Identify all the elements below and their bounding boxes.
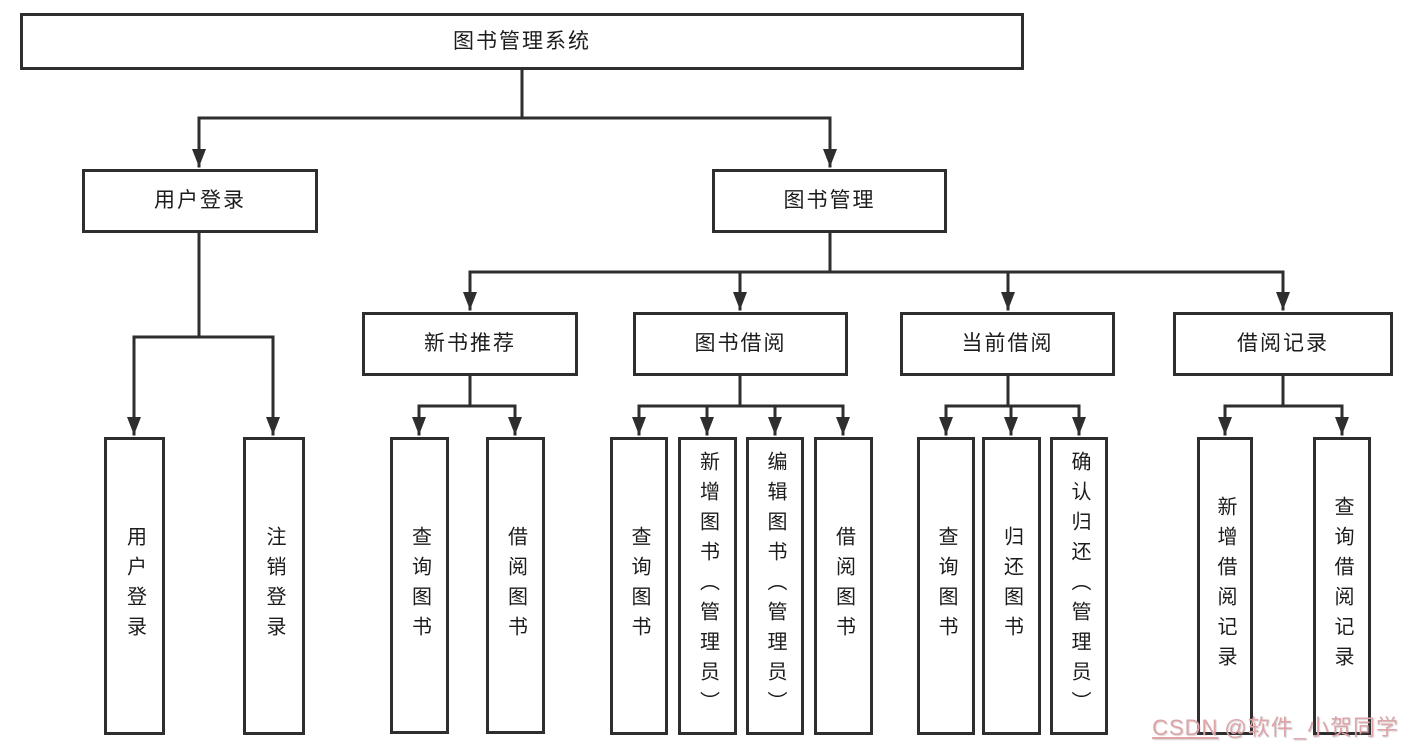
watermark-author: @软件_小贺同学: [1224, 715, 1399, 740]
leaf-borrow-add-books-admin: 新增图书（管理员）: [678, 437, 737, 735]
leaf-current-confirm-return-admin: 确认归还（管理员）: [1050, 437, 1108, 735]
leaf-current-return-books: 归还图书: [982, 437, 1041, 735]
node-book-management: 图书管理: [712, 169, 947, 233]
csdn-watermark: CSDN@软件_小贺同学: [1152, 710, 1399, 742]
leaf-borrow-query-books: 查询图书: [610, 437, 668, 735]
node-new-book-recommendation: 新书推荐: [362, 312, 578, 376]
leaf-user-login: 用户登录: [104, 437, 165, 735]
leaf-current-query-books: 查询图书: [917, 437, 975, 735]
node-current-borrowing: 当前借阅: [900, 312, 1115, 376]
node-book-borrowing: 图书借阅: [633, 312, 848, 376]
leaf-logout: 注销登录: [243, 437, 305, 735]
leaf-borrow-borrow-books: 借阅图书: [814, 437, 873, 735]
node-library-system: 图书管理系统: [20, 13, 1024, 70]
leaf-recommend-borrow-books: 借阅图书: [486, 437, 545, 734]
leaf-borrow-edit-books-admin: 编辑图书（管理员）: [746, 437, 804, 735]
leaf-records-add-record: 新增借阅记录: [1197, 437, 1253, 735]
leaf-records-query-record: 查询借阅记录: [1313, 437, 1371, 735]
watermark-brand: CSDN: [1152, 715, 1219, 740]
node-borrowing-records: 借阅记录: [1173, 312, 1393, 376]
leaf-recommend-query-books: 查询图书: [390, 437, 449, 734]
node-user-login: 用户登录: [82, 169, 318, 233]
